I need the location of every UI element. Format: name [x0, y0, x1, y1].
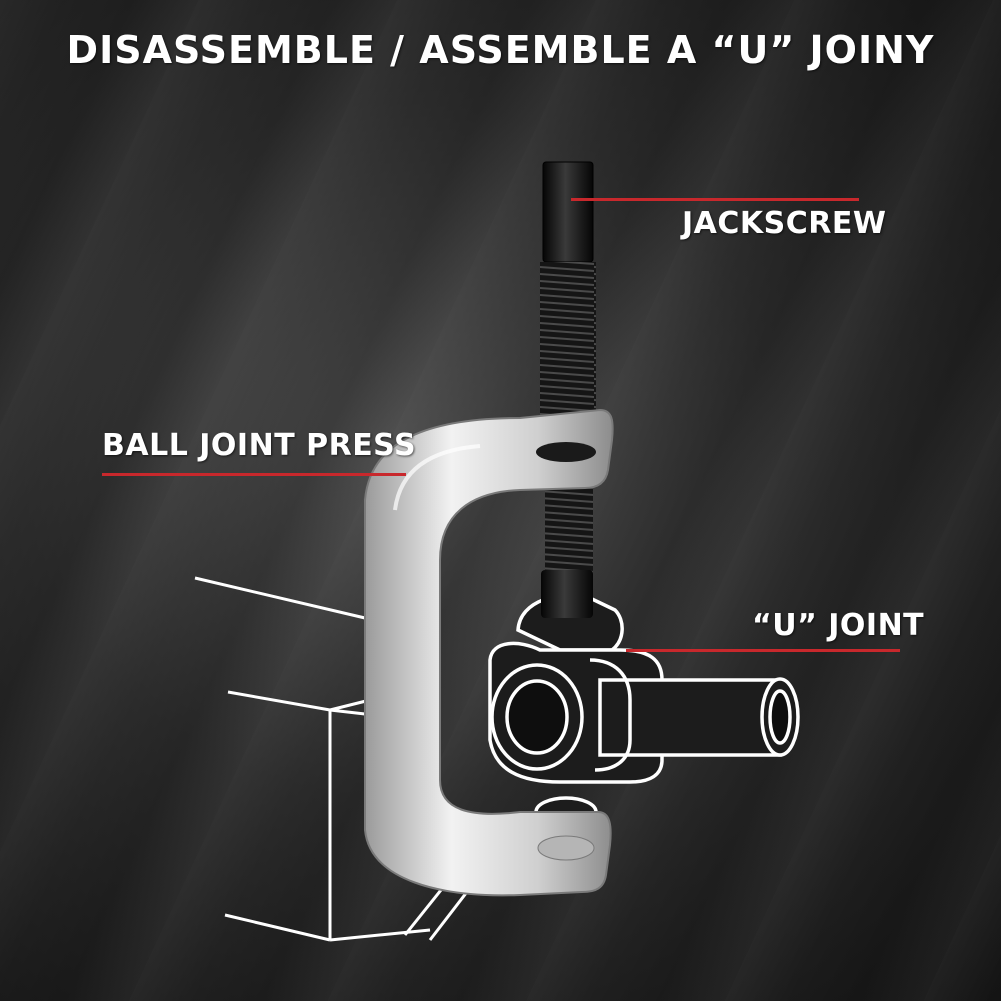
u-joint-outline	[488, 593, 800, 828]
jackscrew-leader-line	[571, 198, 859, 201]
page-title: DISASSEMBLE / ASSEMBLE A “U” JOINY	[66, 28, 935, 72]
u-joint-label: “U” JOINT	[752, 608, 925, 643]
ball-joint-press	[364, 408, 614, 897]
u-joint-leader-line	[626, 649, 900, 652]
ball-joint-press-leader-line	[102, 473, 406, 476]
jackscrew	[540, 161, 596, 618]
vise-outline	[194, 576, 472, 942]
jackscrew-label: JACKSCREW	[682, 206, 887, 241]
ball-joint-press-label: BALL JOINT PRESS	[102, 428, 417, 463]
